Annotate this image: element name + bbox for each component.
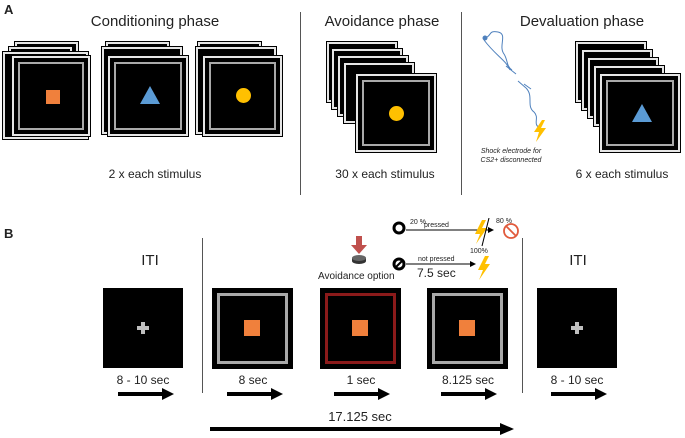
avoidance-phase-title: Avoidance phase	[324, 13, 440, 30]
avoidance-caption: 30 x each stimulus	[335, 167, 435, 181]
duration-label: 8.125 sec	[441, 373, 495, 387]
stimulus-card	[356, 74, 436, 152]
duration-label: 8 sec	[238, 373, 268, 387]
time-arrow-icon	[227, 388, 283, 400]
iti-screen	[103, 288, 183, 368]
duration-label: 8 - 10 sec	[116, 373, 170, 387]
trial-divider	[522, 238, 523, 393]
not-pressed-label: not pressed	[418, 256, 455, 263]
electrode-note: Shock electrode for CS2+ disconnected	[466, 147, 556, 165]
panel-b-letter: B	[4, 226, 14, 241]
orange-square-stimulus	[244, 320, 260, 336]
stimulus-card	[600, 74, 680, 152]
trial-divider	[202, 238, 203, 393]
duration-label: 1 sec	[346, 373, 376, 387]
orange-square-stimulus	[46, 90, 60, 104]
blue-triangle-stimulus	[632, 104, 652, 122]
total-duration-label: 17.125 sec	[328, 409, 392, 424]
duration-label: 8 - 10 sec	[550, 373, 604, 387]
avoidance-screen	[320, 288, 401, 369]
blue-triangle-stimulus	[140, 86, 160, 104]
panel-a-letter: A	[4, 2, 14, 17]
stimulus-card	[203, 56, 282, 136]
iti-label: ITI	[141, 252, 159, 269]
shock-delay-label: 7.5 sec	[417, 266, 456, 280]
iti-screen	[537, 288, 617, 368]
time-arrow-icon	[334, 388, 390, 400]
outcome-diagram	[392, 218, 519, 280]
cs-screen	[212, 288, 293, 369]
iti-label: ITI	[569, 252, 587, 269]
pct-80-label: 80 %	[496, 218, 512, 225]
total-time-arrow-icon	[210, 423, 514, 435]
electrode-note-line1: Shock electrode for	[480, 148, 542, 155]
pct-100-label: 100%	[470, 248, 488, 255]
yellow-circle-stimulus	[236, 88, 251, 103]
pct-20-label: 20 %	[410, 219, 426, 226]
phase-divider	[461, 12, 462, 195]
conditioning-caption: 2 x each stimulus	[108, 167, 202, 181]
pressed-label: pressed	[424, 222, 449, 229]
orange-square-stimulus	[459, 320, 475, 336]
time-arrow-icon	[118, 388, 174, 400]
time-arrow-icon	[551, 388, 607, 400]
yellow-circle-stimulus	[389, 106, 404, 121]
time-arrow-icon	[441, 388, 497, 400]
electrode-note-line2: CS2+ disconnected	[480, 157, 542, 164]
outcome-screen	[427, 288, 508, 369]
stimulus-card	[12, 56, 90, 136]
disconnected-electrode-illustration	[482, 31, 546, 142]
phase-divider	[300, 12, 301, 195]
conditioning-phase-title: Conditioning phase	[90, 13, 220, 30]
avoidance-option-label: Avoidance option	[318, 271, 395, 282]
button-press-icon	[351, 236, 367, 264]
devaluation-caption: 6 x each stimulus	[575, 167, 669, 181]
orange-square-stimulus	[352, 320, 368, 336]
devaluation-phase-title: Devaluation phase	[519, 13, 645, 30]
stimulus-card	[108, 56, 188, 136]
